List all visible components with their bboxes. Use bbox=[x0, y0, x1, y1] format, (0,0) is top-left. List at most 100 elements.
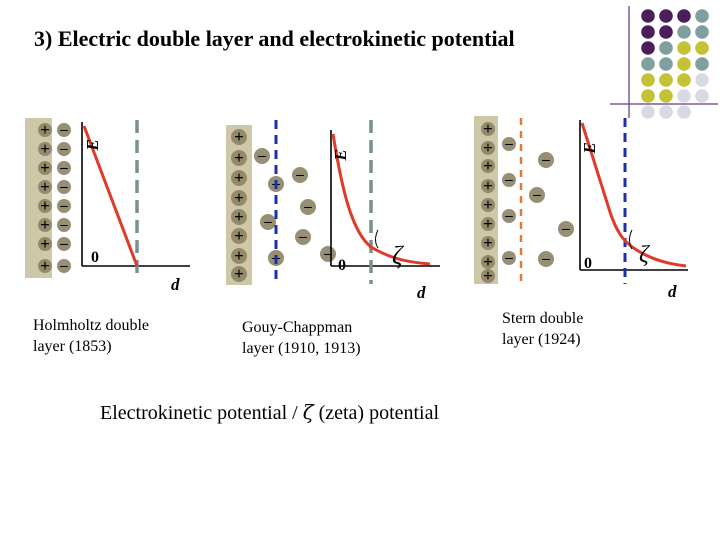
zeta-label-stern: ζ bbox=[639, 242, 651, 268]
zeta-brace-gouy bbox=[375, 229, 379, 249]
negative-ion-circle bbox=[57, 142, 71, 156]
positive-ion: + bbox=[481, 156, 495, 175]
negative-ion: – bbox=[57, 160, 71, 176]
corner-dot-grid bbox=[610, 6, 718, 119]
negative-ion-sign: – bbox=[504, 172, 513, 188]
negative-ion-circle bbox=[300, 199, 316, 215]
decorative-dot bbox=[659, 105, 673, 119]
negative-ion: – bbox=[292, 167, 308, 183]
negative-ion: – bbox=[538, 251, 554, 267]
negative-ion-circle bbox=[292, 167, 308, 183]
negative-ion: – bbox=[260, 214, 276, 230]
decorative-dot bbox=[677, 57, 691, 71]
negative-ion-sign: – bbox=[59, 141, 68, 157]
potential-curve-gouy bbox=[331, 133, 431, 266]
positive-ion-sign: + bbox=[40, 177, 50, 196]
footer-text-after: (zeta) potential bbox=[313, 402, 440, 424]
footer-zeta-symbol: ζ bbox=[302, 400, 314, 424]
axis-label-e-holmholtz: E bbox=[83, 139, 102, 151]
panel-stern: +++++++++–––––––– E 0 ζ d bbox=[474, 116, 688, 301]
decorative-dot bbox=[659, 89, 673, 103]
positive-ion: + bbox=[231, 148, 247, 167]
positive-ion-circle bbox=[231, 228, 247, 244]
positive-ion-sign: + bbox=[483, 138, 493, 157]
positive-ion-circle bbox=[481, 269, 495, 283]
negative-ion-sign: – bbox=[59, 198, 68, 214]
negative-ion-circle bbox=[295, 229, 311, 245]
caption-stern-line2: layer (1924) bbox=[502, 331, 581, 348]
negative-ion-sign: – bbox=[504, 250, 513, 266]
zeta-label-gouy: ζ bbox=[392, 241, 404, 270]
caption-holmholtz-line1: Holmholtz double bbox=[33, 317, 149, 334]
negative-ion-circle bbox=[57, 123, 71, 137]
negative-ion: – bbox=[300, 199, 316, 215]
positive-ion-sign: + bbox=[40, 256, 50, 275]
positive-ion-sign: + bbox=[483, 156, 493, 175]
negative-ion: – bbox=[57, 258, 71, 274]
origin-label-gouy: 0 bbox=[338, 257, 346, 274]
negative-ion: – bbox=[558, 221, 574, 237]
negative-ion-circle bbox=[57, 199, 71, 213]
negative-ion-circle bbox=[558, 221, 574, 237]
negative-ion-sign: – bbox=[298, 229, 307, 245]
positive-ion-sign: + bbox=[234, 127, 244, 146]
caption-stern: Stern double layer (1924) bbox=[502, 308, 583, 350]
decorative-dot bbox=[677, 89, 691, 103]
negative-ion: – bbox=[57, 236, 71, 252]
negative-ion: – bbox=[502, 172, 516, 188]
negative-ion-circle bbox=[254, 148, 270, 164]
positive-ion: + bbox=[481, 214, 495, 233]
positive-ion-circle bbox=[38, 259, 52, 273]
decorative-dot bbox=[677, 73, 691, 87]
positive-ion-sign: + bbox=[40, 120, 50, 139]
positive-ion-sign: + bbox=[40, 234, 50, 253]
positive-ion: + bbox=[38, 215, 52, 234]
axis-label-d-gouy: d bbox=[417, 283, 426, 302]
axis-label-e-stern: E bbox=[580, 142, 599, 154]
caption-gouy-line1: Gouy-Chappman bbox=[242, 319, 353, 336]
positive-ion: + bbox=[481, 119, 495, 138]
positive-ion: + bbox=[481, 233, 495, 252]
positive-ion: + bbox=[231, 207, 247, 226]
negative-ion-sign: – bbox=[532, 187, 541, 203]
negative-ion-circle bbox=[502, 173, 516, 187]
positive-ion-circle bbox=[231, 266, 247, 282]
decorative-dot bbox=[695, 57, 709, 71]
positive-ion: + bbox=[481, 266, 495, 285]
positive-ion-sign: + bbox=[483, 233, 493, 252]
negative-ion-sign: – bbox=[323, 246, 332, 262]
positive-ion: + bbox=[231, 188, 247, 207]
negative-ion-sign: – bbox=[541, 251, 550, 267]
positive-ion-circle bbox=[231, 190, 247, 206]
positive-ion-sign: + bbox=[483, 266, 493, 285]
positive-ion-circle bbox=[38, 199, 52, 213]
positive-ion: + bbox=[231, 168, 247, 187]
axis-label-d-holmholtz: d bbox=[171, 275, 180, 294]
negative-ion: – bbox=[57, 217, 71, 233]
negative-ion-sign: – bbox=[541, 152, 550, 168]
positive-ion-sign: + bbox=[40, 158, 50, 177]
negative-ion-sign: – bbox=[59, 258, 68, 274]
negative-ion: – bbox=[502, 250, 516, 266]
positive-ion-circle bbox=[38, 161, 52, 175]
positive-ion-sign: + bbox=[483, 119, 493, 138]
negative-ion-sign: – bbox=[59, 160, 68, 176]
positive-ion-circle bbox=[231, 129, 247, 145]
positive-ion-sign: + bbox=[234, 226, 244, 245]
positive-ion: + bbox=[38, 196, 52, 215]
negative-ion-circle bbox=[57, 237, 71, 251]
decorative-dot bbox=[695, 89, 709, 103]
decorative-dot bbox=[659, 9, 673, 23]
positive-ion-circle bbox=[38, 142, 52, 156]
footer-text-before: Electrokinetic potential / bbox=[100, 402, 303, 424]
decorative-dot bbox=[659, 41, 673, 55]
positive-ion-circle bbox=[481, 141, 495, 155]
decorative-dot bbox=[677, 25, 691, 39]
positive-ion-sign: + bbox=[234, 168, 244, 187]
negative-ion-sign: – bbox=[59, 217, 68, 233]
positive-ion-sign: + bbox=[40, 196, 50, 215]
negative-ion: – bbox=[529, 187, 545, 203]
negative-ion-sign: – bbox=[303, 199, 312, 215]
positive-ion-circle bbox=[481, 198, 495, 212]
negative-ion-sign: – bbox=[257, 148, 266, 164]
